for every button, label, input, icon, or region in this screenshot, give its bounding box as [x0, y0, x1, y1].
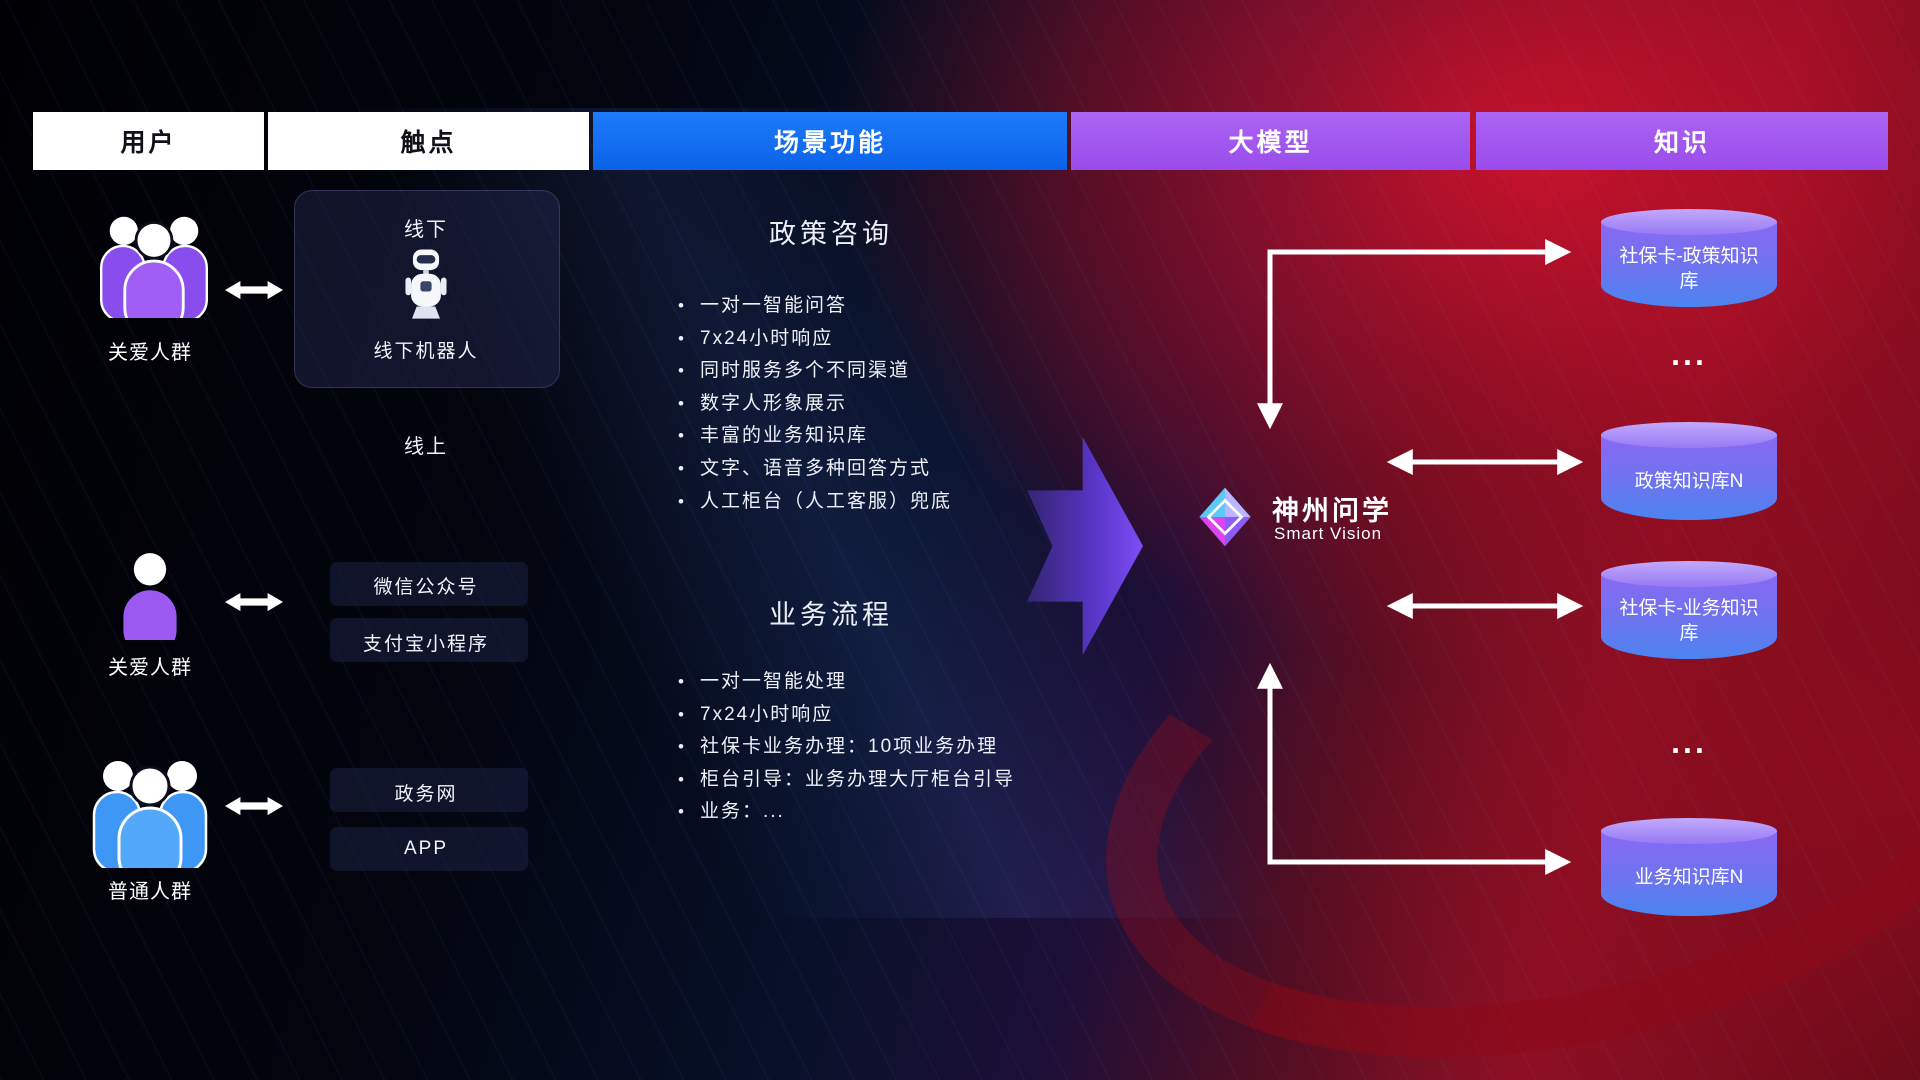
knowledge-ellipsis-bottom: ...	[1671, 724, 1707, 760]
knowledge-cylinder: 政策知识库N	[1601, 422, 1777, 520]
touchpoint-row-bg	[330, 618, 528, 662]
knowledge-ellipsis-top: ...	[1671, 336, 1707, 372]
offline-robot-label: 线下机器人	[373, 341, 479, 362]
cylinder-label: 社保卡-政策知识库	[1601, 222, 1777, 307]
header-model: 大模型	[1071, 112, 1470, 170]
robot-icon	[405, 249, 447, 319]
header-touchpoints: 触点	[268, 112, 589, 170]
user-group-label: 关爱人群	[108, 657, 192, 679]
touchpoint-govweb: 政务网	[394, 784, 458, 805]
bullet-item: 7x24小时响应	[676, 323, 952, 356]
cylinder-label: 社保卡-业务知识库	[1601, 574, 1777, 659]
double-arrow-icon	[225, 280, 283, 300]
model-name: 神州问学	[1272, 496, 1392, 526]
offline-title: 线下	[404, 219, 448, 241]
cylinder-label: 业务知识库N	[1601, 831, 1777, 916]
model-subtitle: Smart Vision	[1274, 524, 1383, 543]
touchpoint-app: APP	[403, 838, 449, 859]
bullet-item: 同时服务多个不同渠道	[676, 355, 952, 388]
header-scenarios: 场景功能	[593, 112, 1067, 170]
double-arrow-icon	[225, 592, 283, 612]
double-arrow-icon	[225, 796, 283, 816]
online-title: 线上	[404, 436, 448, 458]
bullet-item: 一对一智能问答	[676, 290, 952, 323]
knowledge-cylinder: 社保卡-政策知识库	[1601, 209, 1777, 307]
bullet-item: 业务：...	[676, 796, 1015, 829]
bullet-item: 一对一智能处理	[676, 666, 1015, 699]
cylinder-top	[1601, 209, 1777, 235]
business-bullet-list: 一对一智能处理 7x24小时响应 社保卡业务办理：10项业务办理 柜台引导：业务…	[676, 666, 1015, 829]
cylinder-top	[1601, 422, 1777, 448]
touchpoint-row-bg	[330, 768, 528, 812]
flow-arrow-icon	[1027, 436, 1143, 656]
knowledge-cylinder: 业务知识库N	[1601, 818, 1777, 916]
person-icon	[123, 553, 177, 640]
cylinder-label: 政策知识库N	[1601, 435, 1777, 520]
cylinder-top	[1601, 818, 1777, 844]
touchpoint-row-bg	[330, 827, 528, 871]
scenario-title-business: 业务流程	[769, 600, 893, 630]
user-group-label: 关爱人群	[108, 342, 192, 364]
bullet-item: 柜台引导：业务办理大厅柜台引导	[676, 764, 1015, 797]
user-group-label: 普通人群	[108, 881, 192, 903]
bullet-item: 7x24小时响应	[676, 699, 1015, 732]
touchpoint-alipay: 支付宝小程序	[362, 634, 489, 655]
header-users: 用户	[33, 112, 264, 170]
header-knowledge: 知识	[1476, 112, 1888, 170]
bullet-item: 人工柜台（人工客服）兜底	[676, 486, 952, 519]
bullet-item: 社保卡业务办理：10项业务办理	[676, 731, 1015, 764]
touchpoint-wechat: 微信公众号	[373, 577, 479, 598]
bullet-item: 数字人形象展示	[676, 388, 952, 421]
bullet-item: 文字、语音多种回答方式	[676, 453, 952, 486]
bullet-item: 丰富的业务知识库	[676, 420, 952, 453]
knowledge-cylinder: 社保卡-业务知识库	[1601, 561, 1777, 659]
touchpoint-row-bg	[330, 562, 528, 606]
cylinder-top	[1601, 561, 1777, 587]
people-group-icon	[92, 761, 208, 868]
people-group-icon	[100, 216, 208, 318]
policy-bullet-list: 一对一智能问答 7x24小时响应 同时服务多个不同渠道 数字人形象展示 丰富的业…	[676, 290, 952, 518]
diamond-logo-icon	[1199, 487, 1251, 547]
scenario-title-policy: 政策咨询	[769, 219, 893, 249]
